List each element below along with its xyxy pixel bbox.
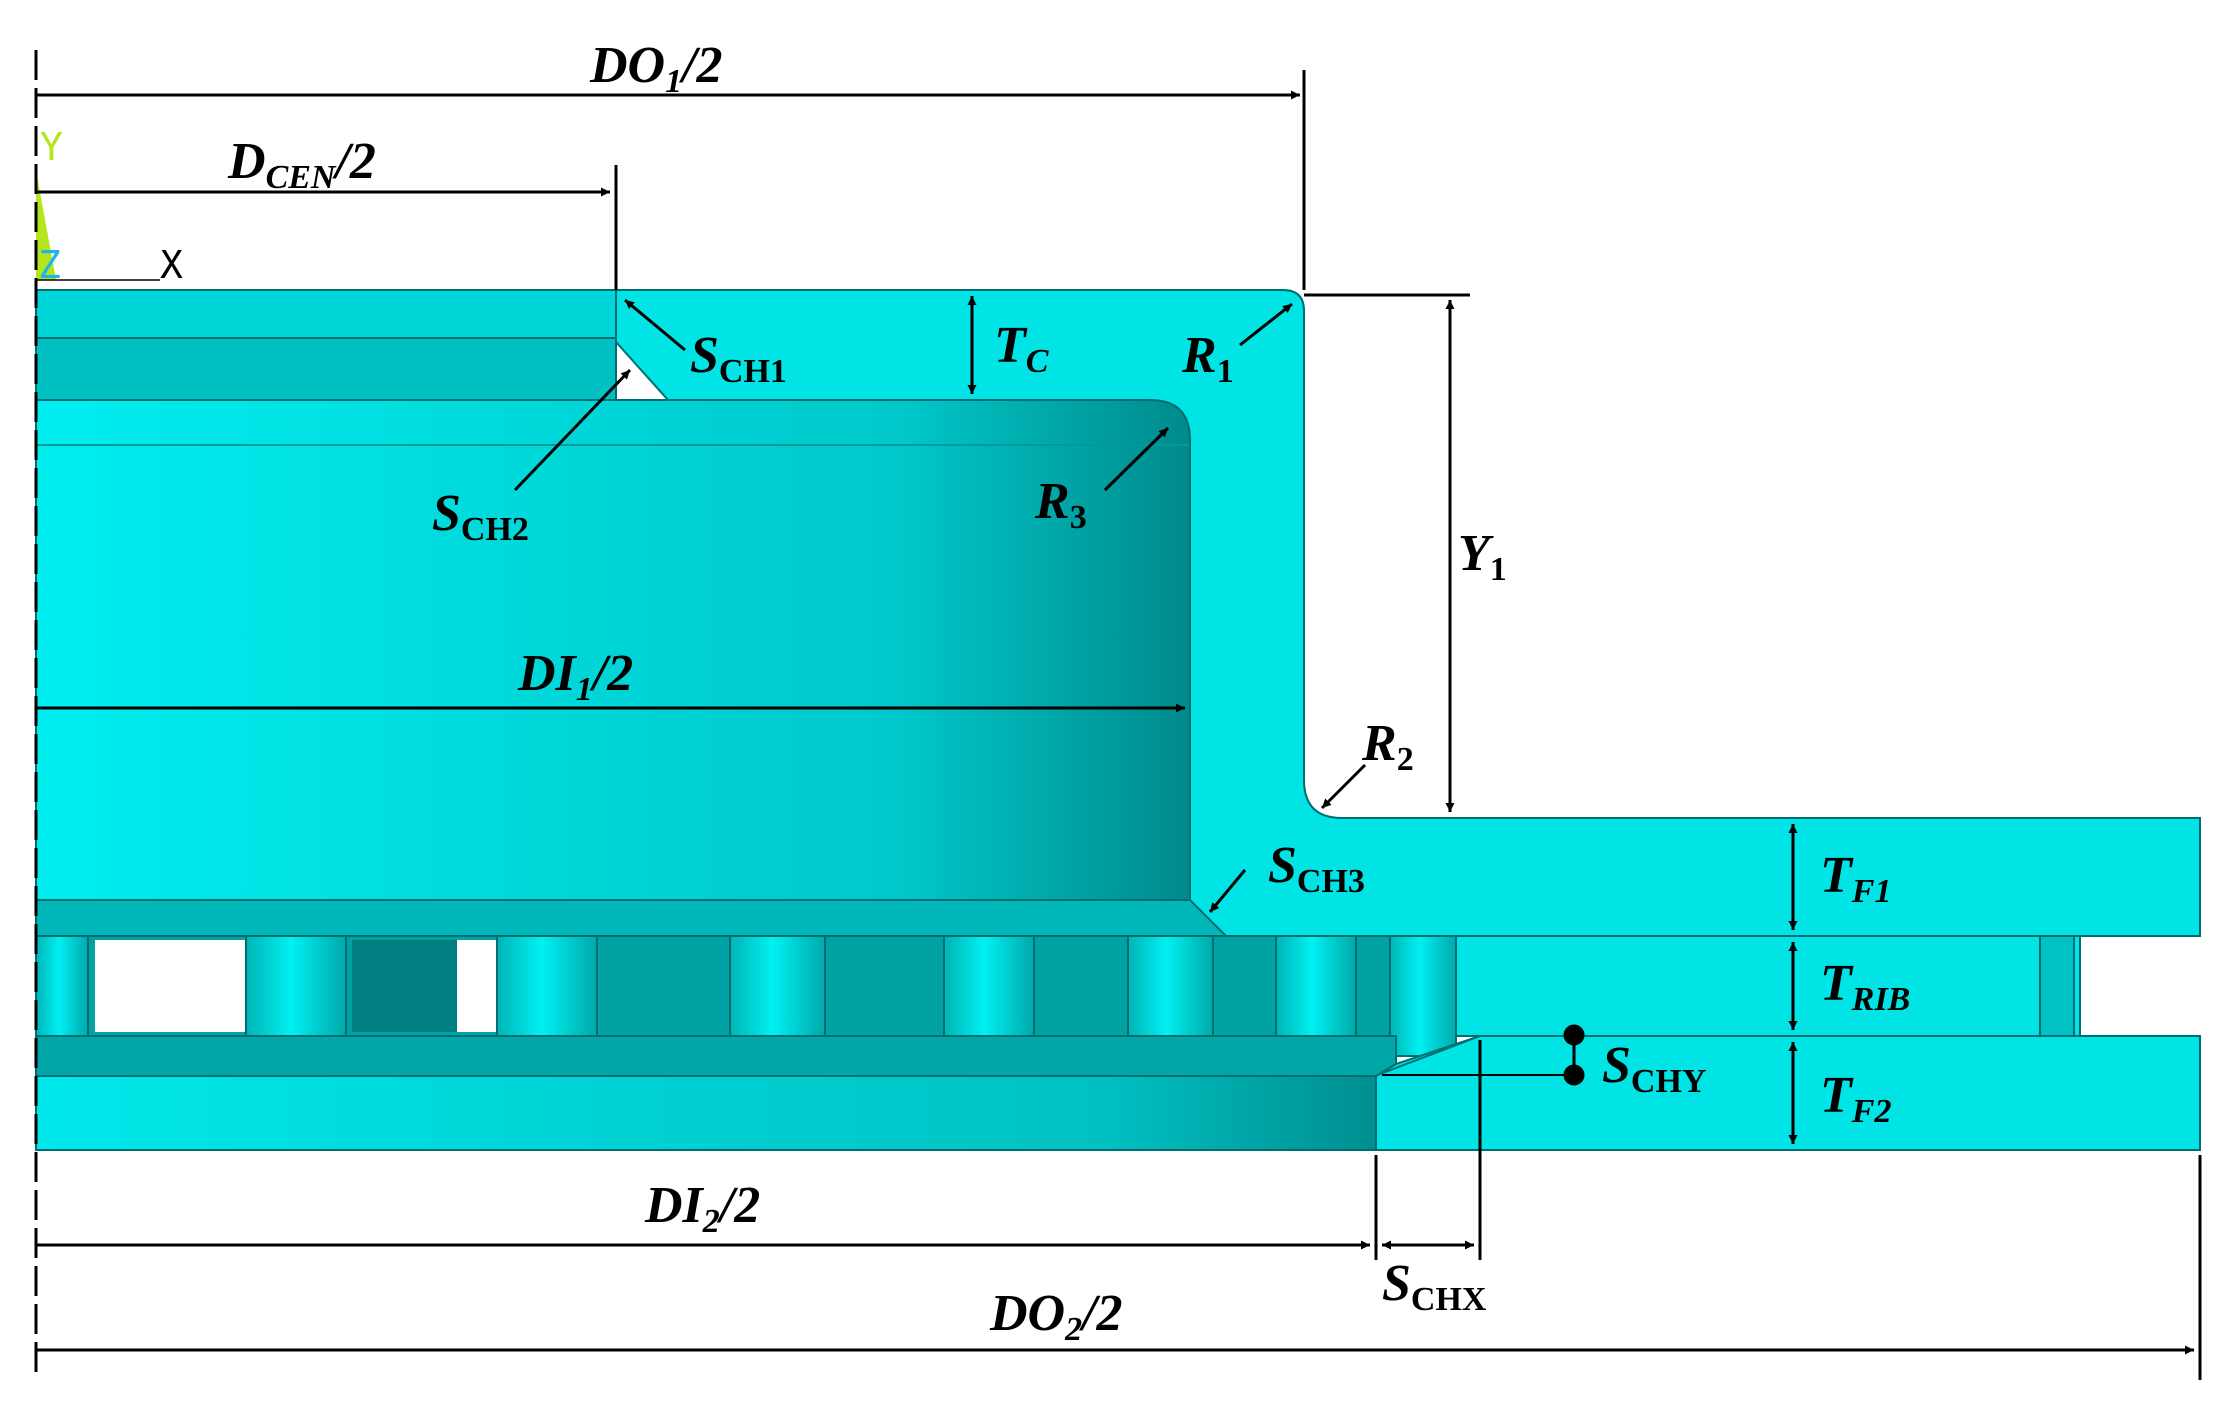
- label-di2: DI2/2: [644, 1177, 760, 1240]
- cylinder-base-band: [35, 899, 1227, 937]
- rib-gap: [95, 940, 245, 1032]
- axis-x-label: X: [160, 243, 183, 287]
- leader-r2: [1320, 763, 1367, 810]
- rib-gap: [352, 940, 457, 1032]
- rib-gap: [457, 940, 497, 1032]
- label-trib: TRIB: [1820, 955, 1910, 1018]
- flange-body: [35, 289, 2201, 1151]
- label-do2: DO2/2: [989, 1285, 1123, 1348]
- label-di1: DI1/2: [517, 645, 633, 708]
- label-schy: SCHY: [1602, 1037, 1706, 1100]
- lower-flange-base: [35, 1075, 1377, 1151]
- label-tf1: TF1: [1820, 847, 1891, 910]
- dimension-lines: [34, 50, 2202, 1380]
- label-sch3: SCH3: [1268, 837, 1365, 900]
- leader-sch1: [624, 298, 686, 352]
- flange-cross-section: [615, 289, 2201, 937]
- axis-z-label: Z: [38, 243, 61, 287]
- lower-flange-section: [1375, 1035, 2201, 1151]
- axis-triad: Y Z X: [36, 125, 183, 287]
- label-r1: R1: [1181, 327, 1234, 390]
- labels: DO1/2 DCEN/2 DI1/2 DI2/2 DO2/2 SCH1 SCH2…: [227, 37, 1910, 1348]
- label-dcen: DCEN/2: [227, 133, 376, 196]
- label-r3: R3: [1034, 473, 1087, 536]
- leader-r1: [1239, 302, 1293, 347]
- rib: [1389, 935, 1457, 1057]
- leader-r3: [1103, 426, 1170, 492]
- leader-sch2: [513, 368, 632, 492]
- label-sch1: SCH1: [690, 327, 787, 390]
- lower-flange-top: [35, 1035, 1397, 1077]
- top-cap-face: [35, 289, 617, 339]
- label-tc: TC: [994, 317, 1049, 380]
- label-schx: SCHX: [1382, 1255, 1487, 1318]
- label-sch2: SCH2: [432, 485, 529, 548]
- leader-sch3: [1208, 869, 1247, 913]
- label-y1: Y1: [1458, 525, 1507, 588]
- rib-section-edge: [2039, 935, 2075, 1037]
- rib-section: [1455, 935, 2081, 1037]
- label-do1: DO1/2: [589, 37, 723, 100]
- label-tf2: TF2: [1820, 1067, 1891, 1130]
- axis-y-label: Y: [40, 125, 63, 169]
- label-r2: R2: [1361, 715, 1414, 778]
